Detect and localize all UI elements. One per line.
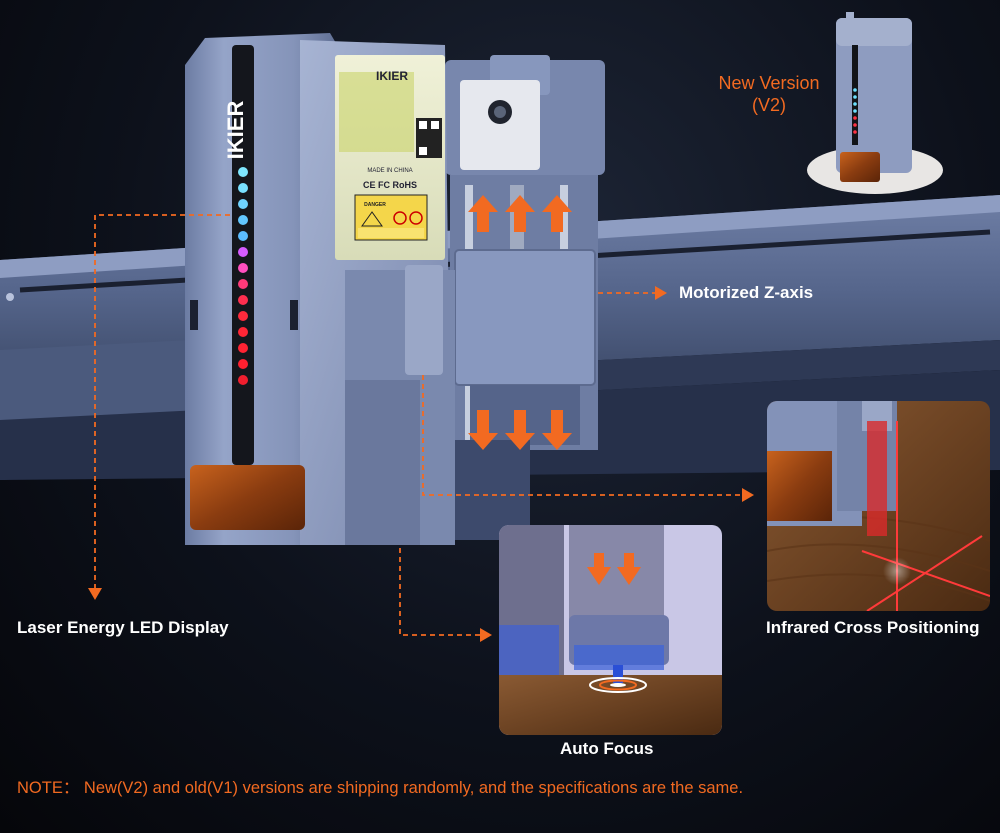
z-axis-down-arrows <box>468 410 572 450</box>
laser-warning-icon <box>361 211 423 227</box>
infrared-cross-photo <box>767 401 990 611</box>
new-version-line2: (V2) <box>751 95 786 115</box>
plate-brand: IKIER <box>376 69 408 83</box>
v2-product-image <box>807 12 943 194</box>
callout-arrowheads <box>88 286 754 642</box>
new-version-callout: New Version (V2) <box>705 72 833 116</box>
auto-focus-photo <box>499 525 722 735</box>
plate-warning-title: DANGER <box>364 202 386 208</box>
plate-certification-marks: CE FC RoHS <box>363 180 417 190</box>
z-axis-up-arrows <box>468 195 572 232</box>
z-axis-carriage <box>420 55 605 540</box>
new-version-line1: New Version <box>718 73 820 93</box>
plate-made-in: MADE IN CHINA <box>367 168 412 174</box>
infrared-cross-inset <box>767 401 990 611</box>
led-energy-bar <box>238 167 248 385</box>
brand-logo-vertical: IKIER <box>223 101 248 160</box>
laser-energy-led-label: Laser Energy LED Display <box>17 618 229 637</box>
callout-lines <box>94 214 745 636</box>
spec-label-plate <box>335 55 445 260</box>
shipping-note: NOTE： New(V2) and old(V1) versions are s… <box>17 779 744 797</box>
auto-focus-label: Auto Focus <box>560 739 654 758</box>
motorized-z-axis-label: Motorized Z-axis <box>679 283 814 302</box>
auto-focus-inset <box>499 525 722 735</box>
infrared-cross-label: Infrared Cross Positioning <box>766 618 980 637</box>
